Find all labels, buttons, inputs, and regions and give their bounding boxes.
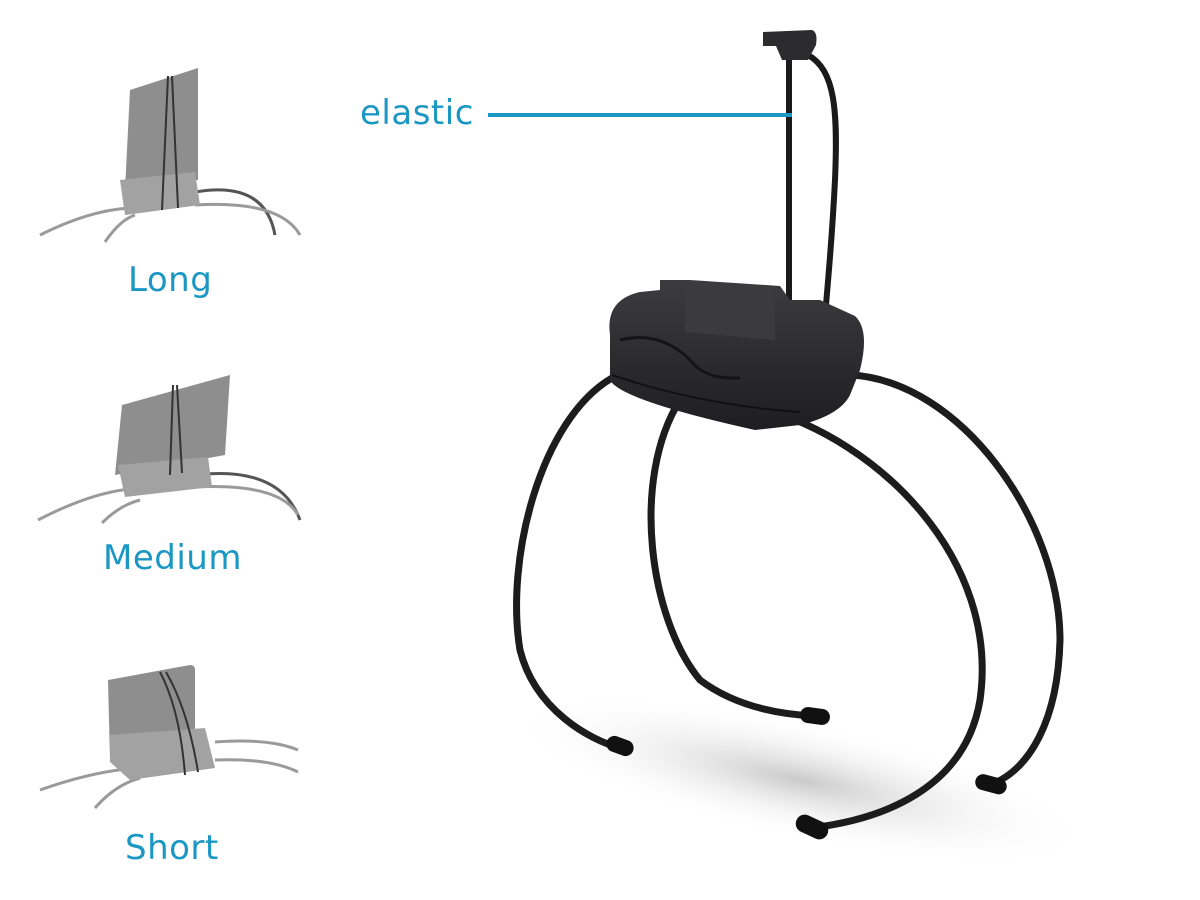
mode-long-label: Long	[128, 260, 213, 300]
mode-short-label: Short	[125, 828, 219, 868]
mode-medium-label: Medium	[103, 538, 242, 578]
mode-long-illustration	[30, 60, 310, 245]
mode-medium-illustration	[30, 365, 310, 525]
mode-short-illustration	[30, 650, 310, 810]
elastic-callout-label: elastic	[360, 93, 474, 133]
